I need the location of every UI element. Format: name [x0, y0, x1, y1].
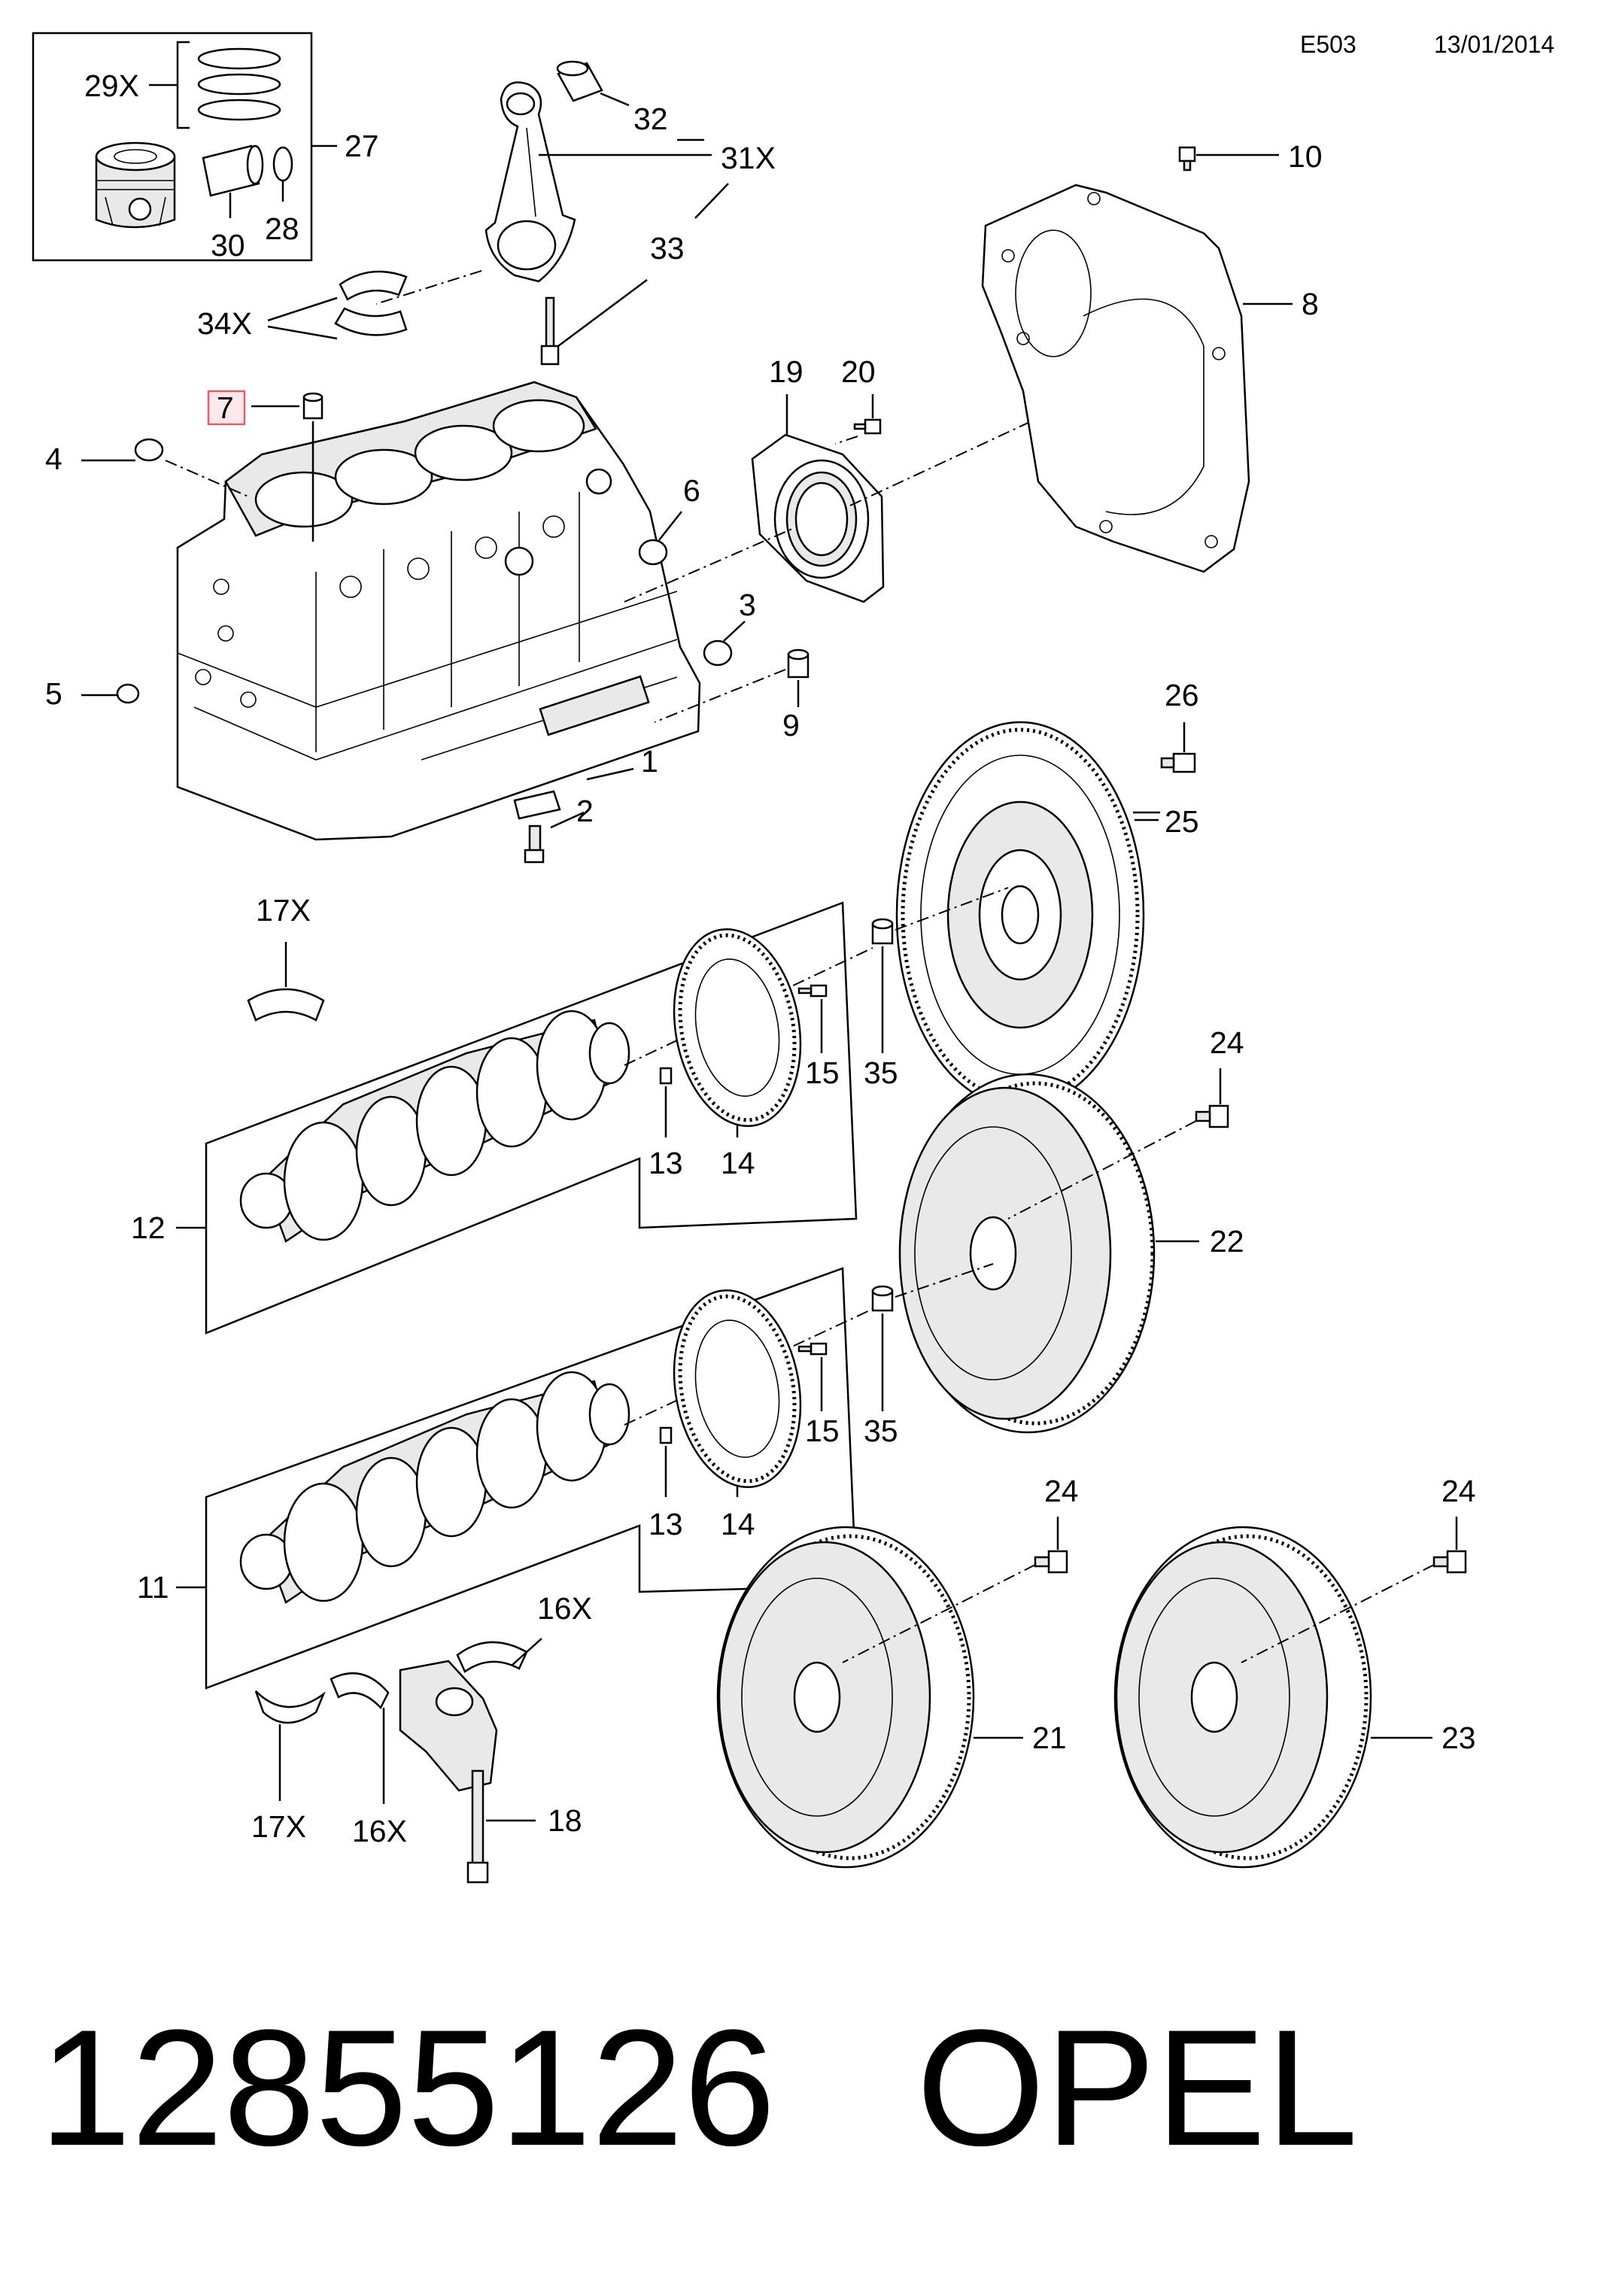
pilot-bushing-35b [871, 1285, 894, 1312]
callout-5: 5 [45, 676, 62, 711]
flywheel-bolt-24c [1432, 1550, 1467, 1574]
callout-11: 11 [137, 1570, 169, 1605]
callout-10: 10 [1288, 139, 1323, 174]
callout-18: 18 [548, 1803, 582, 1838]
callout-12: 12 [131, 1210, 166, 1245]
callout-19: 19 [769, 354, 803, 389]
callout-23: 23 [1441, 1720, 1476, 1755]
callout-6: 6 [683, 473, 700, 508]
callout-24b: 24 [1044, 1474, 1079, 1508]
callout-30: 30 [211, 228, 245, 263]
callout-2: 2 [576, 794, 594, 828]
header-code: E503 [1300, 31, 1356, 58]
sensor-bracket [513, 790, 561, 864]
piston-pin [202, 144, 264, 197]
flywheel-21 [716, 1526, 975, 1869]
callout-1: 1 [641, 744, 658, 779]
callout-16x-a: 16X [537, 1591, 592, 1626]
callout-35a: 35 [864, 1055, 898, 1090]
small-end-bushing [556, 60, 603, 102]
reluctor-ring-14b [673, 1289, 802, 1489]
bushing-9 [787, 648, 810, 679]
callout-17x-a: 17X [256, 893, 311, 928]
piston [95, 141, 176, 229]
callout-20: 20 [841, 354, 876, 389]
dowel-13b [659, 1426, 673, 1444]
reluctor-ring-14a [673, 928, 802, 1128]
callout-13a: 13 [649, 1146, 683, 1180]
callout-29x: 29X [84, 68, 139, 103]
rear-seal-housing [751, 433, 885, 603]
callout-22: 22 [1210, 1224, 1244, 1259]
footer-part-number: 12855126 [39, 1995, 776, 2180]
circlip [272, 146, 293, 182]
thrust-bearing-b [330, 1672, 390, 1710]
connecting-rod-group: 32 31X 33 34X [197, 60, 776, 366]
callout-4: 4 [45, 442, 62, 476]
callout-14a: 14 [721, 1146, 755, 1180]
main-bearing-shell-a [247, 988, 325, 1022]
callout-28: 28 [265, 211, 299, 246]
engine-block [176, 381, 701, 841]
callout-24c: 24 [1441, 1474, 1476, 1508]
callout-24a: 24 [1210, 1025, 1244, 1060]
rod-bolt [540, 296, 560, 366]
connecting-rod [485, 81, 576, 283]
callout-33: 33 [650, 231, 685, 266]
callout-21: 21 [1032, 1720, 1067, 1755]
callout-7: 7 [217, 390, 234, 425]
thrust-bearing-a [456, 1641, 528, 1673]
plate-screw [1178, 146, 1196, 172]
dowel-13a [659, 1067, 673, 1085]
screw-15b [797, 1342, 828, 1356]
rod-bearing-shells [334, 270, 408, 336]
callout-13b: 13 [649, 1507, 683, 1541]
main-bearing-shell-b [254, 1690, 326, 1724]
plug-4 [134, 438, 164, 462]
plug-6 [638, 539, 668, 566]
housing-screw [853, 418, 882, 435]
callout-16x-b: 16X [352, 1814, 407, 1848]
piston-kit-group: 29X 27 30 28 [32, 32, 379, 263]
header-date: 13/01/2014 [1434, 31, 1554, 58]
crankshaft-12 [239, 1010, 630, 1243]
flywheel-22 [898, 1073, 1156, 1434]
main-bearing-cap [399, 1660, 498, 1792]
flywheel-bolt-24a [1195, 1104, 1229, 1128]
adapter-plate [981, 184, 1250, 573]
callout-27: 27 [345, 129, 379, 163]
piston-rings [197, 47, 281, 121]
callout-14b: 14 [721, 1507, 755, 1541]
callout-15a: 15 [805, 1055, 840, 1090]
callout-15b: 15 [805, 1414, 840, 1448]
flywheel-23 [1113, 1526, 1372, 1869]
callout-31x: 31X [721, 141, 776, 175]
callout-34x: 34X [197, 306, 252, 341]
flywheel-bolt-24b [1034, 1550, 1068, 1574]
crankshaft-box-11: 13 14 15 [205, 1267, 873, 1690]
dowel-pin [302, 392, 324, 420]
screw-15a [797, 984, 828, 998]
crankshaft-11 [239, 1371, 630, 1604]
flexplate-bolt [1160, 752, 1196, 773]
crankshaft-box-12: 13 14 15 [205, 901, 873, 1335]
callout-26: 26 [1165, 678, 1199, 712]
pilot-bushing-35a [871, 918, 894, 945]
footer-brand: OPEL [916, 1995, 1358, 2180]
callout-25: 25 [1165, 804, 1199, 839]
plug-3 [703, 639, 733, 667]
callout-8: 8 [1302, 287, 1319, 321]
callout-3: 3 [739, 588, 756, 622]
cap-bolt [466, 1769, 489, 1884]
flexplate [895, 721, 1145, 1109]
callout-35b: 35 [864, 1414, 898, 1448]
callout-9: 9 [782, 708, 800, 743]
callout-17x-b: 17X [251, 1809, 306, 1844]
highlight-box-7 [207, 390, 246, 426]
callout-32: 32 [633, 102, 668, 136]
plug-5 [116, 683, 140, 704]
